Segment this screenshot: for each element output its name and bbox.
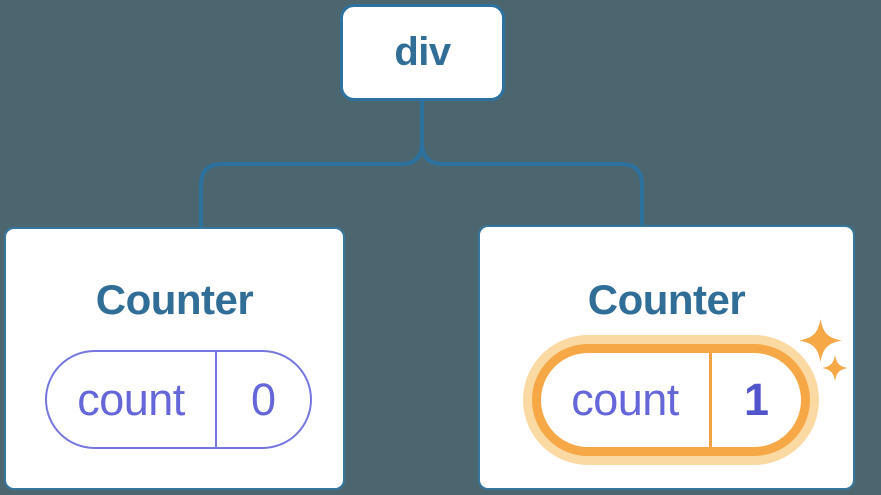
state-value: 1 (743, 374, 770, 425)
state-value: 0 (250, 373, 277, 425)
root-node: div (340, 4, 505, 101)
connector-branch-right (420, 142, 644, 228)
state-pill: count 0 (45, 350, 312, 449)
sparkle-large-icon (799, 319, 842, 362)
state-key-label: count (47, 352, 217, 447)
component-title: Counter (587, 276, 746, 323)
component-card-counter-1: Counter count 1 (478, 225, 855, 490)
highlight-glow: count 1 (523, 335, 819, 465)
connector-branch-left (199, 142, 424, 228)
root-node-label: div (394, 30, 451, 74)
sparkle-small-icon (822, 355, 848, 381)
component-card-counter-0: Counter count 0 (4, 227, 345, 490)
component-title: Counter (95, 276, 254, 323)
state-pill-highlighted: count 1 (532, 344, 810, 456)
state-key-label: count (541, 353, 712, 447)
